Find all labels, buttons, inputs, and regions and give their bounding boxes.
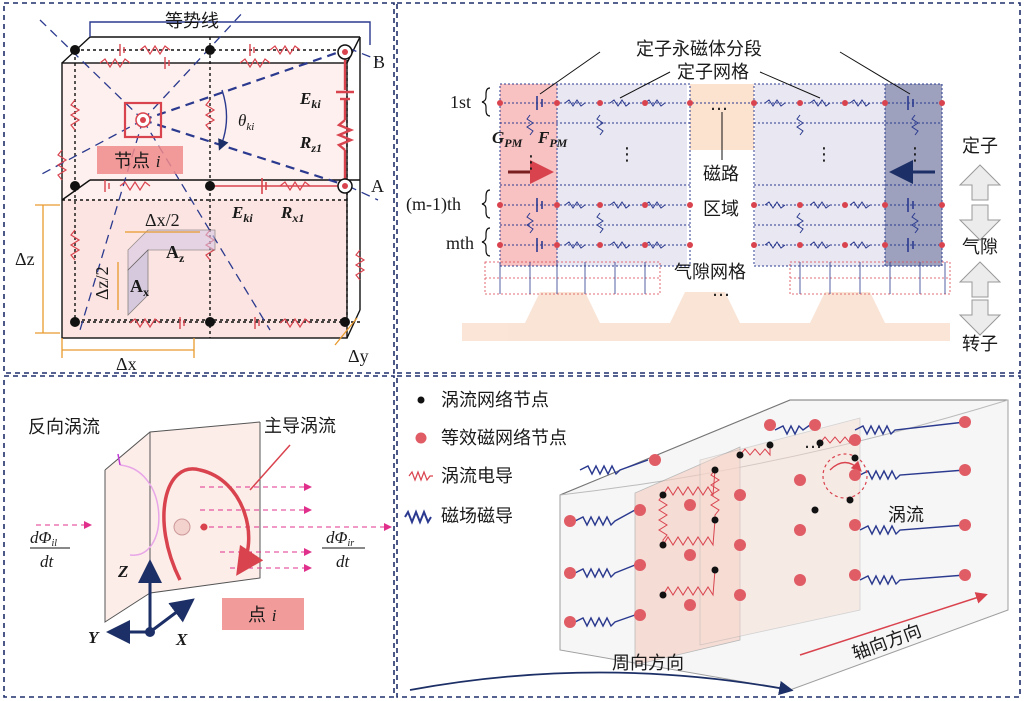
dy-label: Δy <box>348 346 369 366</box>
e-ki-top-label: Eki <box>299 89 321 111</box>
legend-label-mag-node: 等效磁网络节点 <box>441 428 567 449</box>
ax-label: Ax <box>130 276 149 299</box>
main-eddy-label: 主导涡流 <box>264 416 336 437</box>
legend-black-dot-icon <box>417 396 425 404</box>
node-label: 节点 i <box>114 151 161 172</box>
dz-label: Δz <box>15 249 35 269</box>
axis-y-label: Y <box>88 628 100 647</box>
legend-label-eddy-conductance: 涡流电导 <box>441 466 513 487</box>
legend-red-dot-icon <box>415 432 427 444</box>
panel-frames <box>3 2 1021 698</box>
panel-3d-network <box>404 396 1009 696</box>
ellipsis-airgap: … <box>712 280 730 301</box>
dphi-ir-numerator: dΦir <box>326 528 354 549</box>
reverse-eddy-label: 反向涡流 <box>28 417 100 438</box>
e-ki-mid-label: Eki <box>231 203 253 225</box>
vdots-mid-right: ⋮ <box>815 144 833 165</box>
row-1st-label: 1st <box>450 92 471 112</box>
airgap-label: 气隙 <box>962 237 998 258</box>
vdots-left: ⋮ <box>522 152 540 173</box>
magnetic-region-label-2: 区域 <box>703 199 739 220</box>
circumferential-direction-label: 周向方向 <box>612 653 684 674</box>
g-pm-label: GPM <box>492 128 523 150</box>
half-dx-label: Δx/2 <box>145 210 180 230</box>
stator-pm-segment-label: 定子永磁体分段 <box>636 39 762 60</box>
half-dz-label: Δz/2 <box>92 266 112 300</box>
eddy-label: 涡流 <box>888 505 924 526</box>
theta-ki-label: θki <box>238 111 254 133</box>
rotor-label: 转子 <box>962 334 998 355</box>
row-m-label: mth <box>446 233 474 253</box>
ellipsis-top: … <box>710 94 728 115</box>
panel-cell-circuit <box>35 9 379 358</box>
az-label: Az <box>166 242 185 265</box>
r-z1-label: Rz1 <box>299 133 322 155</box>
equipotential-label: 等势线 <box>165 11 219 32</box>
node-label-bg <box>97 146 183 174</box>
f-pm-label: FPM <box>537 128 568 150</box>
legend-label-mag-permeance: 磁场磁导 <box>441 506 513 527</box>
legend-red-zigzag-icon <box>408 470 433 482</box>
legend-blue-zigzag-icon <box>404 509 432 525</box>
row-m1-label: (m-1)th <box>406 194 461 215</box>
panel-eddy-slab <box>30 421 392 644</box>
point-i-label: 点 i <box>248 605 277 626</box>
stator-grid-label: 定子网格 <box>677 62 749 83</box>
dphi-il-numerator: dΦil <box>30 528 57 549</box>
node-i-box <box>123 101 163 139</box>
legend-label-eddy-node: 涡流网络节点 <box>441 390 549 411</box>
panel-stator-grid <box>462 51 1002 341</box>
r-x1-label: Rx1 <box>280 203 304 225</box>
ellipsis-3d: … <box>804 432 822 453</box>
dt-right: dt <box>336 552 351 571</box>
point-a-label: A <box>371 176 384 196</box>
magnetic-region-label-1: 磁路 <box>703 164 739 185</box>
point-b-label: B <box>373 52 385 72</box>
dx-label: Δx <box>116 354 137 374</box>
axis-x-label: X <box>175 630 188 649</box>
point-i-bg <box>222 598 304 630</box>
stator-label: 定子 <box>962 136 998 157</box>
dt-left: dt <box>40 552 55 571</box>
axis-z-label: Z <box>117 562 128 581</box>
airgap-grid-label: 气隙网格 <box>674 262 746 283</box>
vdots-mid-left: ⋮ <box>618 144 636 165</box>
vdots-right: ⋮ <box>906 144 924 165</box>
